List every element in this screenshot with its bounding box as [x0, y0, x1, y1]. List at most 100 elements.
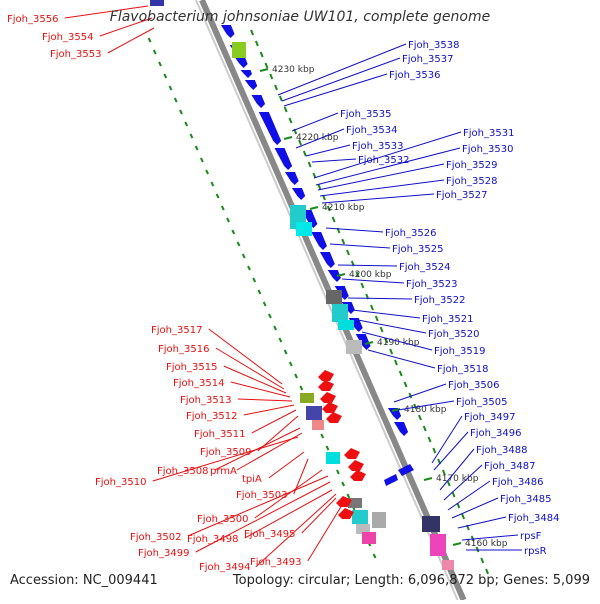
reverse-track-tick [283, 349, 288, 355]
forward-cds-arrow [355, 334, 371, 350]
reverse-label-leader [107, 27, 155, 54]
forward-label-leader [311, 158, 357, 163]
reverse-label-leader [195, 481, 331, 553]
feature-block [346, 340, 362, 354]
forward-track-tick [403, 381, 408, 388]
reverse-track-tick [320, 433, 325, 439]
forward-label-leader [277, 43, 407, 96]
forward-track-tick [418, 414, 422, 421]
forward-track-tick [398, 370, 403, 377]
reverse-cds-arrow [318, 370, 334, 381]
reverse-cds-arrow [350, 470, 366, 481]
reverse-track-tick [168, 85, 173, 91]
map-title: Flavobacterium johnsoniae UW101, complet… [109, 9, 491, 25]
forward-gene-label: Fjoh_3487 [484, 461, 535, 472]
reverse-label-leader [244, 489, 333, 539]
reverse-track-tick [205, 169, 210, 175]
reverse-track-tick [173, 97, 178, 103]
reverse-gene-label: prmA [210, 466, 237, 477]
topology-text: Topology: circular; Length: 6,096,872 bp… [232, 573, 590, 588]
forward-gene-label: Fjoh_3485 [500, 494, 551, 505]
feature-block [326, 452, 340, 464]
feature-block [372, 512, 386, 528]
kbp-tick-label: 4220 kbp [296, 133, 339, 143]
reverse-track-tick [210, 181, 215, 187]
feature-block [150, 0, 164, 6]
forward-gene-label: Fjoh_3497 [464, 412, 515, 423]
reverse-track-tick [194, 145, 199, 151]
forward-cds-arrow [327, 270, 341, 282]
forward-label-leader [317, 163, 445, 191]
forward-label-leader [443, 464, 483, 501]
reverse-gene-label: Fjoh_3516 [158, 344, 209, 355]
reverse-track-tick [215, 193, 220, 199]
forward-label-leader [461, 534, 519, 541]
reverse-cds-arrow [348, 460, 364, 471]
forward-label-leader [431, 415, 463, 464]
reverse-track-tick [325, 445, 330, 451]
forward-cds-arrow [393, 422, 409, 436]
kbp-tick-mark [336, 273, 346, 277]
reverse-label-leader [256, 493, 337, 567]
feature-block [300, 393, 314, 403]
reverse-track-tick [199, 157, 204, 163]
forward-gene-label: Fjoh_3530 [462, 144, 513, 155]
forward-track-tick [259, 51, 264, 58]
kbp-tick-mark [452, 542, 462, 546]
reverse-gene-label: Fjoh_3502 [130, 532, 181, 543]
kbp-tick-mark [283, 136, 293, 140]
forward-gene-label: Fjoh_3529 [446, 160, 497, 171]
reverse-track-tick [147, 37, 152, 43]
feature-block [306, 406, 322, 420]
forward-label-leader [357, 319, 427, 334]
reverse-gene-label: tpiA [242, 474, 262, 485]
forward-cds-arrow [240, 70, 253, 78]
reverse-track-tick [273, 325, 278, 331]
forward-label-leader [351, 309, 421, 319]
forward-track-tick [461, 513, 466, 520]
reverse-gene-label: Fjoh_3511 [194, 429, 245, 440]
forward-track-tick [408, 392, 413, 399]
reverse-label-leader [301, 497, 337, 534]
forward-gene-label: Fjoh_3496 [470, 428, 521, 439]
forward-gene-label: Fjoh_3520 [428, 329, 479, 340]
reverse-track-tick [278, 337, 283, 343]
forward-track-tick [331, 216, 336, 223]
forward-label-leader [341, 278, 405, 284]
kbp-tick-label: 4230 kbp [272, 65, 315, 75]
reverse-label-leader [230, 381, 291, 398]
reverse-track-tick [372, 553, 377, 559]
forward-track-tick [427, 436, 432, 443]
forward-gene-label: Fjoh_3488 [476, 445, 527, 456]
forward-label-leader [367, 349, 436, 369]
reverse-track-tick [189, 133, 194, 139]
forward-gene-label: Fjoh_3528 [446, 176, 497, 187]
kbp-tick-label: 4200 kbp [349, 270, 392, 280]
forward-gene-label: Fjoh_3523 [406, 279, 457, 290]
forward-track-tick [278, 95, 283, 102]
reverse-track-tick [262, 301, 267, 307]
reverse-label-leader [251, 409, 297, 434]
forward-track-tick [370, 304, 374, 311]
forward-label-leader [361, 331, 433, 351]
reverse-gene-label: Fjoh_3517 [151, 325, 202, 336]
feature-block [422, 516, 440, 532]
reverse-track-tick [226, 217, 230, 223]
forward-track-tick [341, 238, 346, 245]
reverse-label-leader [237, 398, 293, 402]
forward-gene-label: Fjoh_3519 [434, 346, 485, 357]
forward-cds-arrow [244, 80, 258, 90]
reverse-gene-label: Fjoh_3515 [166, 362, 217, 373]
reverse-cds-arrow [336, 496, 352, 507]
forward-label-leader [291, 112, 339, 132]
forward-label-leader [337, 264, 398, 267]
reverse-gene-label: Fjoh_3553 [50, 49, 101, 60]
reverse-gene-label: Fjoh_3498 [187, 534, 238, 545]
forward-label-leader [321, 193, 435, 204]
forward-track-tick [451, 491, 456, 498]
forward-label-leader [329, 243, 391, 249]
forward-gene-label: Fjoh_3505 [456, 397, 507, 408]
forward-gene-label: Fjoh_3484 [508, 513, 559, 524]
forward-track-tick [274, 84, 278, 91]
forward-track-tick [283, 106, 288, 113]
